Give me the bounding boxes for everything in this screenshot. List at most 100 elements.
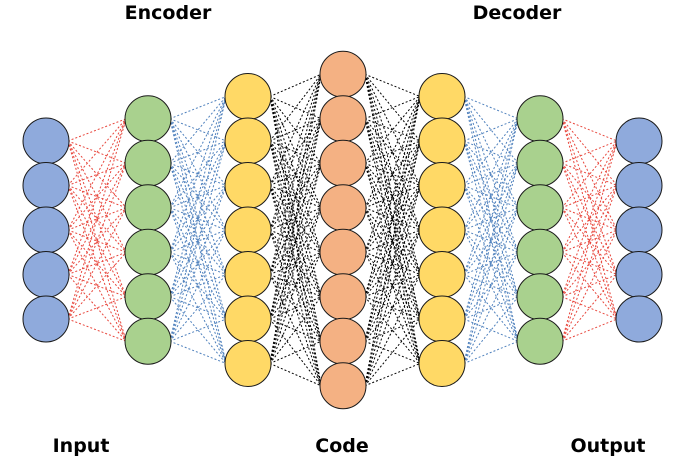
connection-code-7-to-decoder-hidden-1-0: [364, 96, 421, 386]
connection-decoder-hidden-2-3-to-output-1: [561, 185, 618, 253]
decoder-hidden-1-neuron-4: [418, 206, 466, 254]
code-neuron-5: [319, 228, 367, 276]
connection-encoder-hidden-2-0-to-code-0: [269, 73, 322, 97]
input-label: Input: [52, 435, 110, 457]
connection-encoder-hidden-2-1-to-code-6: [269, 140, 322, 342]
connection-encoder-hidden-2-6-to-code-4: [269, 252, 322, 364]
output-neuron-4: [615, 251, 663, 298]
connection-decoder-hidden-1-1-to-decoder-hidden-2-4: [463, 140, 519, 297]
connection-decoder-hidden-2-1-to-output-3: [561, 163, 618, 275]
connection-decoder-hidden-1-0-to-decoder-hidden-2-4: [463, 96, 519, 297]
connection-encoder-hidden-2-3-to-code-1: [269, 118, 322, 231]
connection-encoder-hidden-2-6-to-code-7: [269, 363, 322, 387]
connection-code-4-to-decoder-hidden-1-6: [364, 252, 421, 364]
connection-code-6-to-decoder-hidden-1-2: [364, 185, 421, 342]
connection-code-4-to-decoder-hidden-1-0: [364, 96, 421, 253]
connection-encoder-hidden-1-1-to-encoder-hidden-2-6: [169, 163, 227, 364]
connection-input-3-to-encoder-hidden-1-4: [67, 274, 127, 298]
connection-decoder-hidden-1-5-to-decoder-hidden-2-1: [463, 163, 519, 320]
connection-input-4-to-encoder-hidden-1-3: [67, 251, 127, 320]
connection-encoder-hidden-1-3-to-encoder-hidden-2-6: [169, 252, 227, 364]
connection-decoder-hidden-1-3-to-decoder-hidden-2-0: [463, 118, 519, 231]
connection-code-4-to-decoder-hidden-1-3: [364, 229, 421, 253]
connection-encoder-hidden-2-3-to-code-0: [269, 74, 322, 231]
input-neuron-2: [22, 162, 70, 209]
connection-encoder-hidden-1-4-to-encoder-hidden-2-4: [169, 274, 227, 298]
connection-decoder-hidden-1-5-to-decoder-hidden-2-2: [463, 207, 519, 320]
connection-code-6-to-decoder-hidden-1-4: [364, 274, 421, 342]
connection-decoder-hidden-2-4-to-output-0: [561, 140, 618, 297]
connection-input-2-to-encoder-hidden-1-1: [67, 162, 127, 231]
connection-code-0-to-decoder-hidden-1-3: [364, 74, 421, 231]
code-neuron-7: [319, 317, 367, 365]
connection-encoder-hidden-1-4-to-encoder-hidden-2-3: [169, 229, 227, 298]
connection-input-1-to-encoder-hidden-1-0: [67, 118, 127, 186]
connection-encoder-hidden-2-5-to-code-1: [269, 118, 322, 320]
connection-code-3-to-decoder-hidden-1-0: [364, 96, 421, 208]
output-neuron-2: [615, 162, 663, 209]
input-neuron-4: [22, 251, 70, 298]
connection-encoder-hidden-1-3-to-encoder-hidden-2-1: [169, 140, 227, 253]
connection-encoder-hidden-1-1-to-encoder-hidden-2-4: [169, 163, 227, 275]
connection-encoder-hidden-2-6-to-code-3: [269, 207, 322, 364]
connection-code-1-to-decoder-hidden-1-3: [364, 118, 421, 231]
connection-code-3-to-decoder-hidden-1-4: [364, 207, 421, 275]
connection-code-7-to-decoder-hidden-1-1: [364, 140, 421, 386]
connection-encoder-hidden-2-2-to-code-7: [269, 185, 322, 386]
connection-encoder-hidden-1-5-to-encoder-hidden-2-1: [169, 140, 227, 342]
encoder-hidden-2-neuron-6: [224, 295, 272, 343]
connection-decoder-hidden-1-5-to-decoder-hidden-2-0: [463, 118, 519, 320]
connection-encoder-hidden-1-0-to-encoder-hidden-2-0: [169, 96, 227, 120]
connection-input-4-to-encoder-hidden-1-2: [67, 207, 127, 320]
connection-encoder-hidden-1-2-to-encoder-hidden-2-4: [169, 207, 227, 275]
output-neuron-3: [615, 206, 663, 254]
connection-code-2-to-decoder-hidden-1-5: [364, 163, 421, 320]
encoder-hidden-1-neuron-4: [124, 228, 172, 276]
connection-encoder-hidden-2-2-to-code-0: [269, 74, 322, 186]
connection-code-5-to-decoder-hidden-1-3: [364, 229, 421, 298]
connection-decoder-hidden-1-4-to-decoder-hidden-2-1: [463, 163, 519, 275]
connection-encoder-hidden-2-6-to-code-0: [269, 74, 322, 364]
input-neuron-1: [22, 117, 70, 165]
connection-decoder-hidden-2-5-to-output-0: [561, 140, 618, 342]
connection-decoder-hidden-2-5-to-output-1: [561, 185, 618, 342]
connection-decoder-hidden-2-2-to-output-0: [561, 140, 618, 209]
connection-decoder-hidden-1-0-to-decoder-hidden-2-3: [463, 96, 519, 253]
connection-encoder-hidden-1-3-to-encoder-hidden-2-5: [169, 251, 227, 320]
connection-code-6-to-decoder-hidden-1-3: [364, 229, 421, 342]
connection-encoder-hidden-1-4-to-encoder-hidden-2-2: [169, 185, 227, 297]
connection-code-5-to-decoder-hidden-1-4: [364, 274, 421, 298]
connection-encoder-hidden-1-5-to-encoder-hidden-2-6: [169, 340, 227, 364]
connection-code-5-to-decoder-hidden-1-0: [364, 96, 421, 297]
connection-decoder-hidden-1-4-to-decoder-hidden-2-4: [463, 274, 519, 298]
connection-decoder-hidden-2-3-to-output-3: [561, 251, 618, 275]
decoder-hidden-2-neuron-5: [516, 273, 564, 321]
connection-code-5-to-decoder-hidden-1-2: [364, 185, 421, 297]
connection-code-7-to-decoder-hidden-1-2: [364, 185, 421, 386]
connection-code-0-to-decoder-hidden-1-2: [364, 74, 421, 186]
connection-decoder-hidden-1-1-to-decoder-hidden-2-1: [463, 140, 519, 164]
output-label: Output: [570, 435, 646, 457]
encoder-hidden-2-neuron-3: [224, 162, 272, 209]
connection-encoder-hidden-1-4-to-encoder-hidden-2-0: [169, 96, 227, 297]
connection-decoder-hidden-2-4-to-output-4: [561, 296, 618, 320]
code-neuron-1: [319, 50, 367, 98]
connection-encoder-hidden-1-4-to-encoder-hidden-2-6: [169, 296, 227, 364]
connection-decoder-hidden-2-1-to-output-2: [561, 162, 618, 231]
connection-code-7-to-decoder-hidden-1-5: [364, 318, 421, 387]
input-neuron-5: [22, 295, 70, 343]
connection-input-0-to-encoder-hidden-1-0: [67, 118, 127, 142]
connection-code-4-to-decoder-hidden-1-2: [364, 185, 421, 253]
connection-encoder-hidden-2-4-to-code-4: [269, 251, 322, 275]
connection-encoder-hidden-2-6-to-code-2: [269, 163, 322, 364]
output-neuron-5: [615, 295, 663, 343]
decoder-hidden-1-neuron-7: [418, 340, 466, 387]
connection-decoder-hidden-2-2-to-output-2: [561, 207, 618, 231]
connection-code-4-to-decoder-hidden-1-5: [364, 251, 421, 320]
encoder-hidden-2-neuron-2: [224, 117, 272, 165]
connection-decoder-hidden-1-6-to-decoder-hidden-2-5: [463, 340, 519, 364]
connection-decoder-hidden-2-0-to-output-0: [561, 118, 618, 142]
connection-code-7-to-decoder-hidden-1-4: [364, 274, 421, 386]
connection-encoder-hidden-1-2-to-encoder-hidden-2-5: [169, 207, 227, 320]
